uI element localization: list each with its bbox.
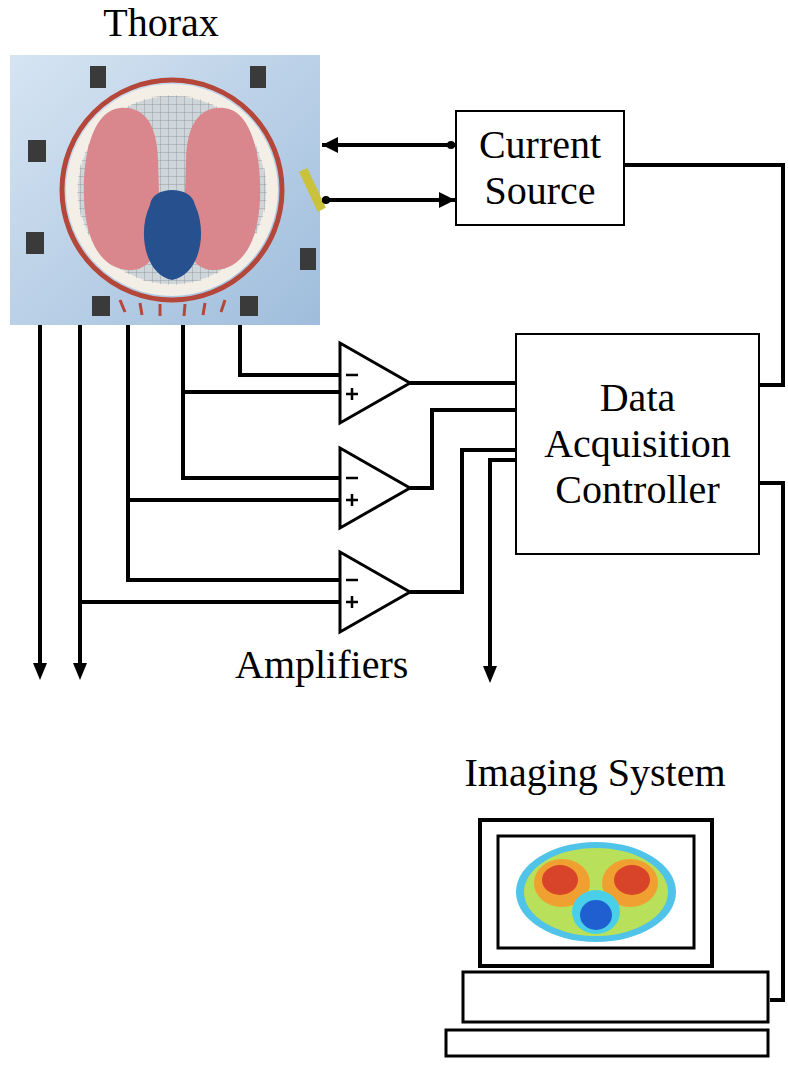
down-arrows-part	[483, 666, 497, 683]
amplifier-symbols-part	[340, 552, 410, 632]
connector-line	[322, 198, 455, 202]
electrode-wires-part	[80, 600, 340, 604]
thorax-photo-part	[250, 66, 266, 88]
thorax-photo-part	[26, 232, 44, 254]
electrode-wires-part	[410, 450, 515, 592]
thorax-photo-part	[120, 300, 225, 316]
thorax-photo-part	[300, 248, 316, 270]
thorax-node: Thorax	[0, 0, 322, 328]
electrode-wires-part	[240, 325, 340, 375]
thorax-photo-part	[240, 296, 258, 316]
computer-illustration-part	[572, 890, 620, 934]
computer-illustration-part	[516, 842, 676, 942]
box-label: Data Acquisition Controller	[527, 375, 748, 513]
computer-illustration-part	[446, 1030, 768, 1056]
thorax-photo-part	[10, 55, 320, 325]
electrode-wires-part	[183, 325, 340, 478]
thorax-photo-part	[72, 90, 272, 290]
node-heading: Imaging System	[420, 750, 770, 796]
amplifier-pins-part	[346, 374, 358, 377]
connector	[322, 192, 455, 208]
computer-illustration-part	[498, 836, 694, 948]
connector-line	[322, 143, 455, 147]
computer-illustration-part	[524, 848, 668, 936]
electrode-wires-part	[410, 381, 515, 385]
process-box: Current Source	[455, 110, 625, 226]
amplifier-pins-part	[346, 596, 358, 608]
amplifier-symbols-part	[340, 343, 410, 423]
thorax-photo-part	[144, 190, 201, 280]
part-label: Amplifiers	[235, 642, 408, 688]
down-arrows-part	[73, 663, 87, 680]
thorax-photo-part	[28, 140, 46, 162]
connector-dot	[447, 141, 455, 149]
connector-dot	[322, 196, 330, 204]
electrode-wires-part	[78, 325, 82, 665]
connector	[322, 137, 455, 153]
electrode-wires-part	[490, 460, 515, 668]
electrode-wires	[40, 325, 515, 668]
process-box: Data Acquisition Controller	[515, 333, 760, 555]
computer-illustration-part	[580, 900, 612, 930]
arrow-head	[322, 137, 338, 153]
computer-illustration-part	[542, 865, 578, 895]
thorax-photo-part	[72, 90, 272, 290]
electrode-wires-part	[38, 325, 42, 665]
amplifier-pins-part	[346, 494, 358, 506]
connector-line	[760, 483, 783, 1000]
electrode-wires-part	[128, 498, 340, 502]
amplifier-pins	[346, 375, 358, 608]
amplifier-symbols-part	[340, 448, 410, 528]
electrode-wires-part	[183, 390, 340, 394]
arrow-head	[439, 192, 455, 208]
thorax-photo-part	[299, 168, 326, 212]
connector	[760, 483, 783, 1000]
amplifier-pins-part	[346, 388, 358, 400]
computer-illustration-part	[463, 972, 768, 1022]
amplifier-symbols	[340, 343, 410, 632]
down-arrows-part	[33, 663, 47, 680]
computer-illustration-part	[480, 820, 712, 966]
thorax-photo-part	[90, 66, 106, 88]
amplifier-pins-part	[346, 579, 358, 582]
computer-illustration-part	[614, 865, 650, 895]
thorax-photo-part	[62, 80, 282, 300]
amplifier-pins-part	[346, 477, 358, 480]
box-label: Current Source	[467, 122, 613, 214]
node-heading: Thorax	[0, 0, 322, 46]
electrode-wires-part	[128, 325, 340, 580]
computer-illustration	[446, 820, 768, 1056]
thorax-photo	[10, 55, 326, 325]
computer-node: Imaging System	[420, 750, 770, 1060]
thorax-photo-part	[92, 296, 110, 316]
